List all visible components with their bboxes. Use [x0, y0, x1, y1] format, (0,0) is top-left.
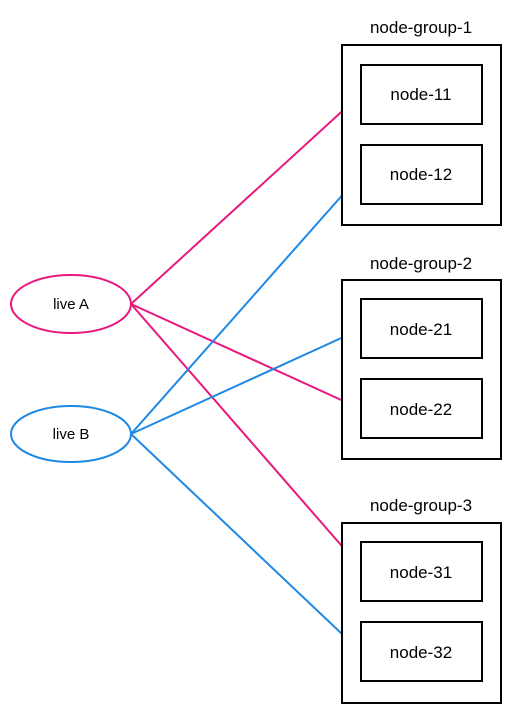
- live-b-ellipse[interactable]: [10, 405, 132, 463]
- group-label: node-group-3: [370, 496, 472, 515]
- node-12[interactable]: node-12: [360, 144, 483, 205]
- node-label: node-12: [390, 165, 452, 184]
- live-a-label: live A: [53, 296, 89, 313]
- live-a-ellipse[interactable]: [10, 274, 132, 334]
- node-box[interactable]: [360, 621, 483, 682]
- node-11[interactable]: node-11: [360, 64, 483, 125]
- node-group-2: node-group-2 node-21 node-22: [341, 254, 502, 460]
- edge-live-b-node-21: [130, 328, 362, 435]
- node-22[interactable]: node-22: [360, 378, 483, 439]
- live-b-label: live B: [53, 426, 90, 443]
- edge-live-a-node-22: [130, 303, 362, 410]
- node-box[interactable]: [360, 64, 483, 125]
- node-box[interactable]: [360, 541, 483, 602]
- node-label: node-31: [390, 563, 452, 582]
- edge-live-b-node-32: [130, 433, 362, 653]
- node-label: node-32: [390, 643, 452, 662]
- node-box[interactable]: [360, 298, 483, 359]
- node-box[interactable]: [360, 378, 483, 439]
- node-32[interactable]: node-32: [360, 621, 483, 682]
- node-group-3: node-group-3 node-31 node-32: [341, 496, 502, 704]
- node-31[interactable]: node-31: [360, 541, 483, 602]
- group-label: node-group-1: [370, 18, 472, 37]
- group-label: node-group-2: [370, 254, 472, 273]
- node-box[interactable]: [360, 144, 483, 205]
- edge-live-a-node-11: [130, 93, 362, 305]
- node-label: node-21: [390, 320, 452, 339]
- node-label: node-11: [390, 85, 451, 104]
- node-group-1: node-group-1 node-11 node-12: [341, 18, 502, 226]
- edge-live-b-node-12: [130, 173, 362, 435]
- live-b[interactable]: live B: [10, 405, 132, 463]
- node-21[interactable]: node-21: [360, 298, 483, 359]
- node-label: node-22: [390, 400, 452, 419]
- edges: [130, 93, 362, 653]
- live-a[interactable]: live A: [10, 274, 132, 334]
- edge-live-a-node-31: [130, 303, 362, 569]
